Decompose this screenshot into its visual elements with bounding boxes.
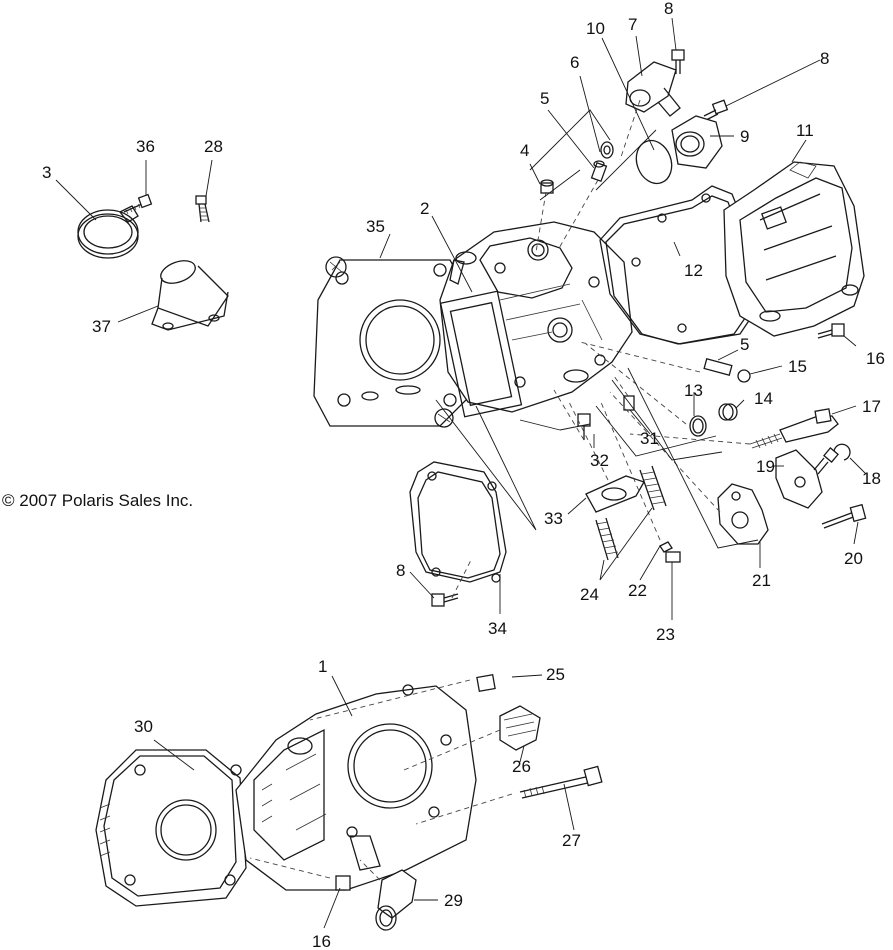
intake-boot xyxy=(151,260,229,331)
valve-cover xyxy=(723,161,865,337)
drain-bolt xyxy=(335,875,351,891)
callout-10: 10 xyxy=(586,19,605,38)
callout-2: 2 xyxy=(420,199,429,218)
callout-33: 33 xyxy=(544,509,563,528)
callout-31: 31 xyxy=(640,429,659,448)
valve-keeper xyxy=(600,141,614,159)
callout-3: 3 xyxy=(42,163,51,182)
callout-5b: 5 xyxy=(740,335,749,354)
callout-28: 28 xyxy=(204,137,223,156)
tensioner-body xyxy=(717,483,769,545)
o-ring-large xyxy=(635,139,673,185)
callout-11: 11 xyxy=(796,121,814,140)
callout-18: 18 xyxy=(862,469,881,488)
callout-17: 17 xyxy=(862,397,881,416)
callout-30: 30 xyxy=(134,717,153,736)
callout-20: 20 xyxy=(844,549,863,568)
valve-springs xyxy=(595,465,667,561)
tensioner-bolt xyxy=(821,503,867,529)
hose-clamp xyxy=(77,205,139,259)
callout-14: 14 xyxy=(754,389,773,408)
valve-spring-seat xyxy=(665,551,681,563)
callout-22: 22 xyxy=(628,581,647,600)
dowel-pin xyxy=(703,358,733,376)
construction-lines xyxy=(435,109,759,549)
coolant-fitting xyxy=(476,673,496,693)
callout-15: 15 xyxy=(788,357,807,376)
breather-fitting xyxy=(540,179,554,194)
leader-lines xyxy=(55,17,867,929)
cylinder-stud xyxy=(519,765,603,799)
cover-bolt xyxy=(817,323,845,339)
callout-12: 12 xyxy=(684,261,703,280)
base-gasket xyxy=(95,749,247,907)
tensioner-bracket xyxy=(775,449,823,509)
callout-29: 29 xyxy=(444,891,463,910)
callout-27: 27 xyxy=(562,831,581,850)
cylinder-head xyxy=(439,221,633,418)
callout-16b: 16 xyxy=(312,932,331,950)
thermostat-housing xyxy=(625,61,681,117)
housing-bolt-right xyxy=(703,99,729,121)
cover-bolt-lower xyxy=(431,593,459,607)
valve-retainer-gasket xyxy=(585,475,645,513)
callout-8a: 8 xyxy=(664,0,673,18)
sealing-washer xyxy=(718,403,738,421)
dowel-ring xyxy=(434,408,454,428)
valve-stem-seal xyxy=(590,160,608,183)
callout-1: 1 xyxy=(318,657,327,676)
callout-5a: 5 xyxy=(540,89,549,108)
callout-35: 35 xyxy=(366,217,385,236)
callout-24: 24 xyxy=(580,585,599,604)
callout-26: 26 xyxy=(512,757,531,776)
callout-37: 37 xyxy=(92,317,111,336)
callout-labels: 1 2 3 4 5 5 6 7 8 8 8 9 10 11 12 13 14 1… xyxy=(42,0,885,950)
callout-8c: 8 xyxy=(396,561,405,580)
callout-25: 25 xyxy=(546,665,565,684)
clamp-screw xyxy=(123,193,153,215)
o-ring-small xyxy=(689,415,707,437)
chain-guide-bolt xyxy=(577,413,591,440)
callout-34: 34 xyxy=(488,619,507,638)
callout-7: 7 xyxy=(628,15,637,34)
mounting-screw xyxy=(195,195,210,223)
valve-keeper-small xyxy=(659,541,673,553)
housing-bolt-upper xyxy=(671,49,685,74)
cam-chain-cover xyxy=(409,461,507,583)
callout-19: 19 xyxy=(756,457,775,476)
callout-32: 32 xyxy=(590,451,609,470)
copyright-notice: © 2007 Polaris Sales Inc. xyxy=(2,491,193,510)
cylinder xyxy=(235,684,477,891)
callout-4: 4 xyxy=(520,141,529,160)
outlet-fitting xyxy=(671,115,723,169)
tensioner-screw xyxy=(813,447,839,475)
coolant-elbow xyxy=(375,869,417,931)
callout-6: 6 xyxy=(570,53,579,72)
callout-21: 21 xyxy=(752,571,771,590)
callout-9: 9 xyxy=(740,127,749,146)
callout-23: 23 xyxy=(656,625,675,644)
tensioner-plunger xyxy=(749,408,839,449)
tensioner-spring-clip xyxy=(833,443,851,461)
plug-washer xyxy=(737,369,751,383)
thermo-plug xyxy=(499,705,541,751)
callout-13: 13 xyxy=(684,381,703,400)
callout-8b: 8 xyxy=(820,49,829,68)
callout-36: 36 xyxy=(136,137,155,156)
callout-16a: 16 xyxy=(866,349,885,368)
